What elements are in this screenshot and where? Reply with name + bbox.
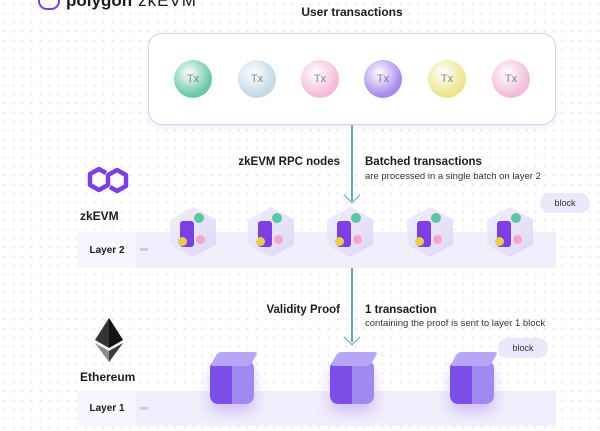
polygon-zkevm-logo: polygon zkEVM [38, 0, 197, 11]
arrow-down-icon [343, 328, 361, 346]
layer1-connector [140, 407, 148, 410]
tx-bubble: Tx [301, 60, 339, 98]
zkevm-network-label: zkEVM [80, 209, 119, 223]
polygon-icon [87, 166, 129, 194]
rpc-nodes-label: zkEVM RPC nodes [238, 156, 340, 168]
brand-name: polygon [66, 0, 133, 10]
brand-product: zkEVM [138, 0, 197, 10]
arrow-down-icon [343, 186, 361, 204]
proof-transaction-title: 1 transaction [365, 304, 437, 316]
user-transactions-box [148, 33, 556, 125]
batched-transactions-title: Batched transactions [365, 156, 482, 168]
layer1-block-pill: block [498, 338, 548, 358]
tx-bubble: Tx [364, 60, 402, 98]
ethereum-icon [95, 318, 123, 362]
flow-line-2 [351, 268, 353, 342]
ethereum-network-label: Ethereum [80, 370, 136, 384]
layer1-label: Layer 1 [78, 391, 136, 426]
layer1-block-cube [210, 360, 254, 404]
layer2-label: Layer 2 [78, 232, 136, 268]
tx-bubble: Tx [428, 60, 466, 98]
tx-bubble: Tx [238, 60, 276, 98]
layer2-connector [140, 248, 148, 251]
user-transactions-title: User transactions [301, 5, 403, 19]
layer1-block-cube [330, 360, 374, 404]
batched-transactions-desc: are processed in a single batch on layer… [365, 171, 541, 182]
layer2-block-pill: block [540, 193, 590, 213]
tx-bubble: Tx [492, 60, 530, 98]
tx-bubble: Tx [174, 60, 212, 98]
proof-transaction-desc: containing the proof is sent to layer 1 … [365, 318, 546, 329]
validity-proof-label: Validity Proof [266, 304, 341, 316]
layer1-block-cube [450, 360, 494, 404]
polygon-logo-icon [38, 0, 60, 10]
layer2-band [78, 232, 556, 268]
flow-line-1 [351, 125, 353, 201]
